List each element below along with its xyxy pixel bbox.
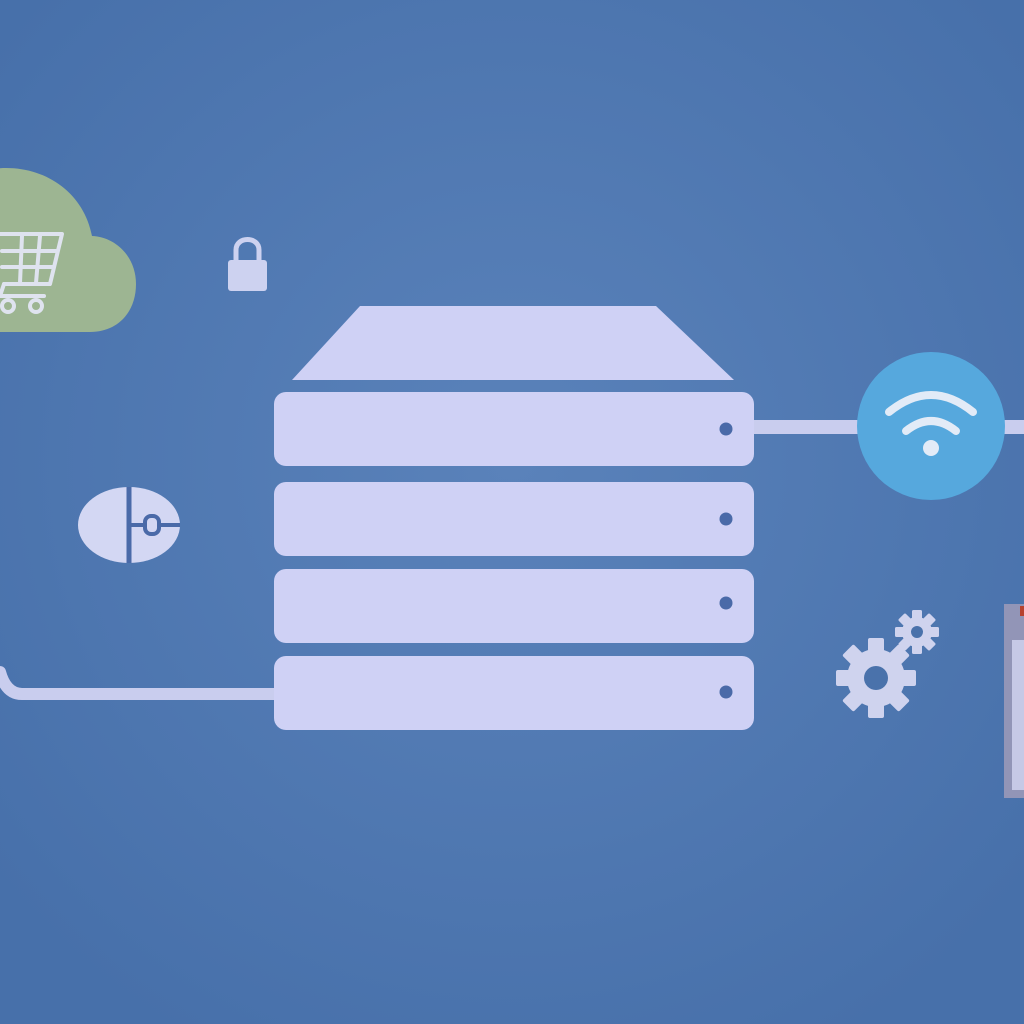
gear-small — [895, 610, 939, 654]
server-unit — [274, 482, 754, 556]
wifi-dot — [923, 440, 939, 456]
wifi-circle — [857, 352, 1005, 500]
mouse-icon — [78, 487, 180, 563]
server-unit — [274, 656, 754, 730]
gear-tooth — [922, 613, 936, 627]
gear-large — [836, 638, 916, 718]
gear-tooth — [912, 610, 922, 620]
server-unit-body — [274, 482, 754, 556]
document-tab — [1020, 606, 1024, 616]
gear-tooth — [912, 644, 922, 654]
cart-basket — [0, 232, 64, 286]
gear-tooth — [842, 690, 864, 712]
document-icon — [1004, 604, 1024, 798]
gear-tooth — [895, 627, 905, 637]
server-unit-body — [274, 392, 754, 466]
server-status-dot — [719, 685, 733, 699]
gear-tooth — [898, 637, 912, 651]
mouse-wheel — [143, 514, 161, 536]
server-stack — [274, 306, 754, 730]
server-status-dot — [719, 512, 733, 526]
server-unit — [274, 392, 754, 466]
gear-tooth — [922, 637, 936, 651]
server-unit — [274, 569, 754, 643]
gear-icon — [836, 610, 939, 718]
cart-grid-line — [34, 234, 42, 285]
cart-grid-line — [18, 234, 24, 285]
gear-tooth — [842, 644, 864, 666]
lock-icon — [228, 237, 267, 291]
wifi-arc-outer — [885, 391, 977, 416]
gear-hole — [911, 626, 923, 638]
lock-body — [228, 260, 267, 291]
gear-tooth — [836, 670, 852, 686]
server-top-cap — [292, 306, 734, 380]
wifi-icon — [857, 352, 1005, 500]
document-page — [1012, 640, 1024, 790]
server-status-dot — [719, 596, 733, 610]
cart-wheel — [28, 298, 44, 314]
cart-wheel — [0, 298, 16, 314]
cart-handle — [0, 282, 46, 298]
gear-tooth — [888, 690, 910, 712]
gear-tooth — [868, 638, 884, 654]
cart-icon — [0, 232, 64, 314]
cloud-shape — [0, 168, 136, 332]
cable-left-bottom — [0, 666, 282, 700]
server-status-dot — [719, 422, 733, 436]
gear-tooth — [929, 627, 939, 637]
cloud-cart-icon — [0, 168, 136, 332]
gear-tooth — [898, 613, 912, 627]
wifi-symbol — [885, 391, 977, 435]
server-unit-body — [274, 656, 754, 730]
server-unit-body — [274, 569, 754, 643]
gear-tooth — [900, 670, 916, 686]
lock-shackle — [233, 237, 262, 262]
gear-tooth — [868, 702, 884, 718]
wifi-arc-inner — [902, 417, 960, 435]
cables — [0, 420, 1024, 700]
gear-hole — [864, 666, 888, 690]
gear-tooth — [888, 644, 910, 666]
